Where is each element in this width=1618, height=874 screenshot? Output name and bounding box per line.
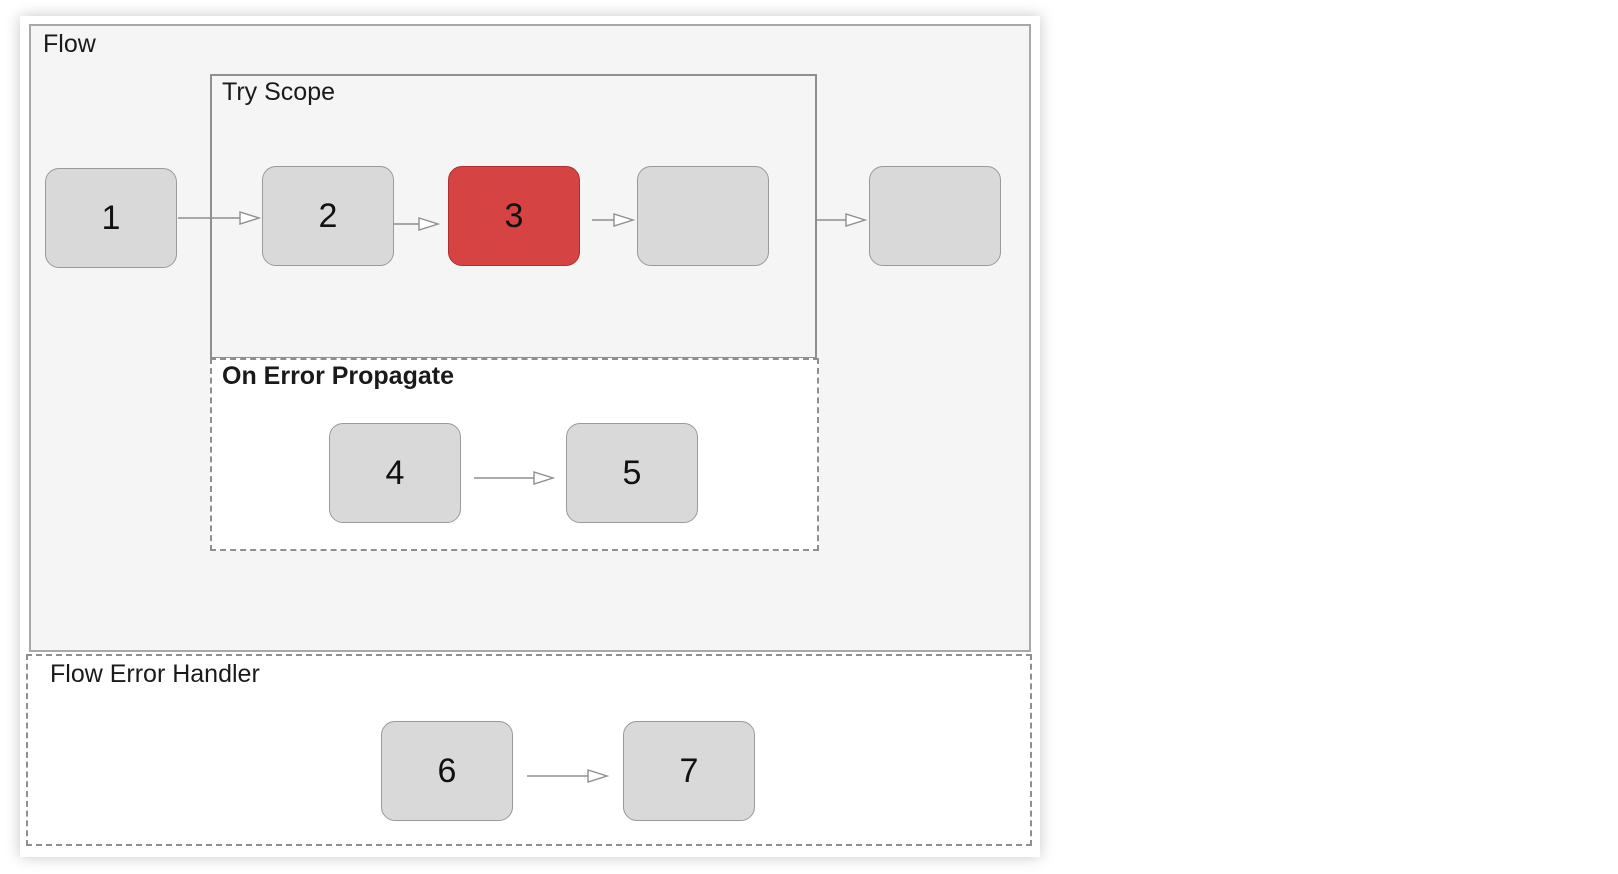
node-6[interactable]: 6 xyxy=(381,721,513,821)
flow-error-handler-container: Flow Error Handler xyxy=(26,654,1032,846)
node-7[interactable]: 7 xyxy=(623,721,755,821)
node-1[interactable]: 1 xyxy=(45,168,177,268)
node-4[interactable]: 4 xyxy=(329,423,461,523)
node-empty-after-try[interactable] xyxy=(869,166,1001,266)
node-3-error[interactable]: 3 xyxy=(448,166,580,266)
node-2[interactable]: 2 xyxy=(262,166,394,266)
on-error-propagate-label: On Error Propagate xyxy=(222,362,454,390)
flow-error-handler-label: Flow Error Handler xyxy=(50,660,260,688)
try-scope-label: Try Scope xyxy=(222,78,336,106)
node-empty-try-scope[interactable] xyxy=(637,166,769,266)
node-5[interactable]: 5 xyxy=(566,423,698,523)
on-error-propagate-container: On Error Propagate xyxy=(210,358,819,551)
flow-label: Flow xyxy=(43,30,96,58)
